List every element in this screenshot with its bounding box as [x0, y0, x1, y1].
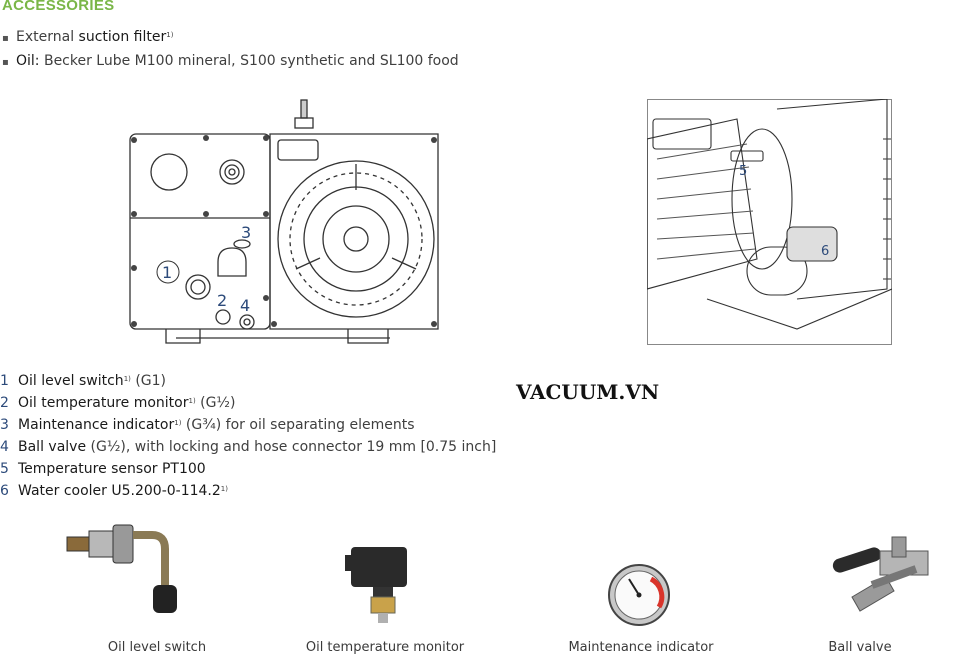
- product-caption: Oil level switch: [107, 640, 207, 655]
- product-caption: Maintenance indicator: [568, 640, 714, 655]
- ball-valve-icon: [832, 536, 929, 612]
- callout-1: 1: [162, 263, 172, 282]
- pump-side-drawing-icon: 5 6: [646, 98, 893, 345]
- maintenance-indicator-gauge-icon: [608, 564, 670, 626]
- product-caption: Ball valve: [828, 640, 892, 655]
- pump-front-drawing-icon: 1 2 3 4: [129, 99, 439, 344]
- callout-2: 2: [217, 291, 227, 310]
- callout-4: 4: [240, 296, 250, 315]
- watermark: VACUUM.VN: [516, 380, 660, 404]
- callout-3: 3: [241, 223, 251, 242]
- oil-level-switch-icon: [66, 524, 177, 613]
- callout-5: 5: [739, 164, 747, 179]
- accessory-item-suction-filter: ▪External suction filter1): [2, 26, 459, 50]
- bullet-icon: ▪: [2, 57, 9, 68]
- accessory-item-oil: ▪Oil: Becker Lube M100 mineral, S100 syn…: [2, 50, 459, 74]
- pump-side-drawing: 5 6: [646, 98, 893, 345]
- pump-front-drawing: 1 2 3 4: [120, 98, 455, 348]
- accessories-list: ▪External suction filter1) ▪Oil: Becker …: [2, 26, 459, 74]
- product-maintenance-indicator: Maintenance indicator: [541, 515, 741, 655]
- product-oil-temperature-monitor: Oil temperature monitor: [285, 515, 485, 655]
- bullet-icon: ▪: [2, 33, 9, 44]
- product-oil-level-switch: Oil level switch: [57, 515, 257, 655]
- product-ball-valve: Ball valve: [760, 515, 960, 655]
- product-caption: Oil temperature monitor: [305, 640, 465, 655]
- oil-temperature-monitor-icon: [345, 547, 407, 623]
- accessories-heading: ACCESSORIES: [2, 0, 115, 14]
- callout-6: 6: [821, 244, 829, 259]
